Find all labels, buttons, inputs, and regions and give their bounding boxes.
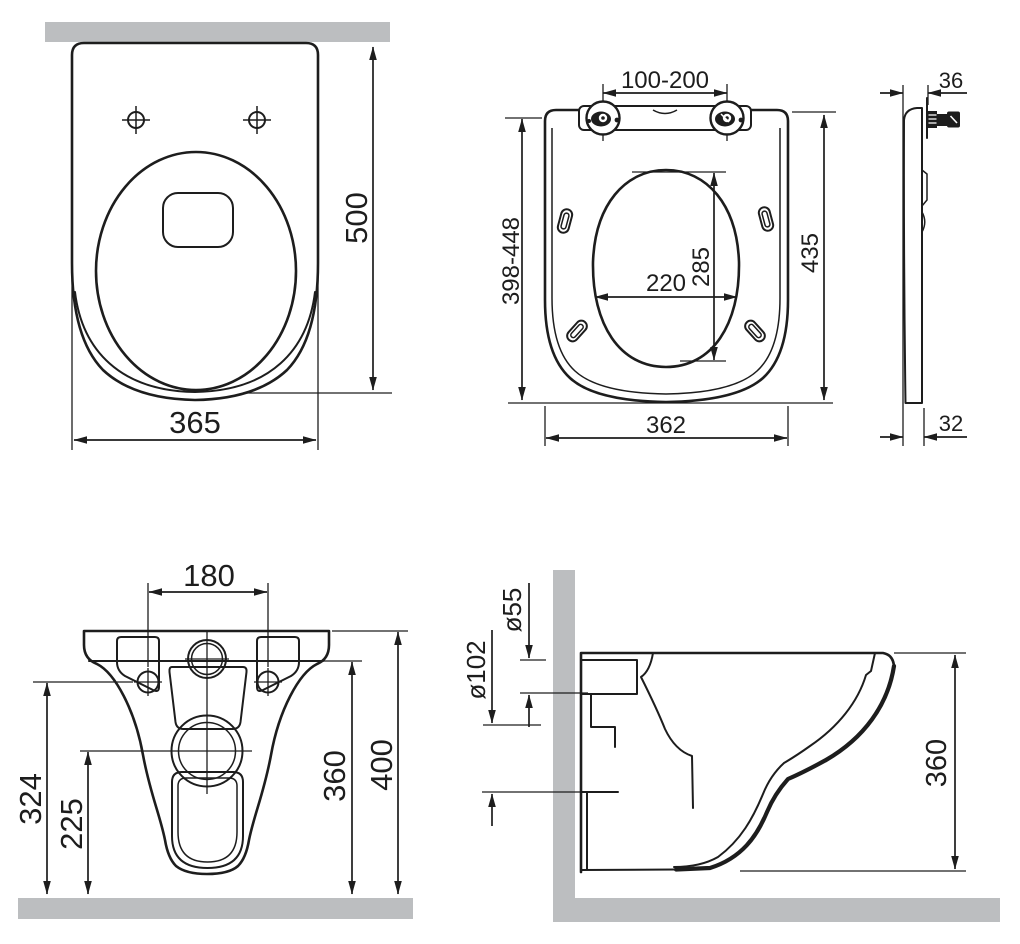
dim-seat-width: 362 <box>646 412 686 439</box>
view-bowl-side: ø55 ø102 360 <box>461 570 1000 922</box>
bowl-body-outline <box>70 41 320 402</box>
dim-hinge-spacing: 100-200 <box>621 67 709 94</box>
view-seat-side: 36 32 <box>880 68 967 446</box>
dim-seat-length: 435 <box>797 233 824 273</box>
wall-bar-top-view <box>45 22 390 42</box>
dim-width-365: 365 <box>169 405 221 440</box>
seat-outline <box>543 108 790 404</box>
bumper-slot-lower-left <box>566 319 588 343</box>
side-extension-lines <box>482 652 966 872</box>
inlet-hole <box>185 632 229 794</box>
bolt-hole-left <box>134 668 162 696</box>
seat-opening-oval <box>94 150 298 392</box>
dim-opening-length: 285 <box>688 247 715 287</box>
side-body-bottom <box>580 868 677 871</box>
wall-bolt <box>928 111 960 128</box>
dim-bolt-spacing: 180 <box>183 558 235 593</box>
side-pipe-lines <box>580 659 638 870</box>
view-bowl-rear: 180 324 225 360 400 <box>13 558 413 919</box>
seat-opening <box>591 168 741 369</box>
outlet-hole <box>80 714 252 788</box>
seat-extension-lines <box>505 111 836 446</box>
dim-outlet-height: 225 <box>54 798 89 850</box>
bumper-slot-upper-left <box>556 208 574 234</box>
dim-total-height: 400 <box>364 739 399 791</box>
view-seat-top: 100-200 398-448 435 362 220 285 <box>498 67 836 446</box>
dim-side-height: 360 <box>921 739 953 787</box>
floor-bar-side-view <box>553 898 1000 922</box>
rear-body-outline <box>82 629 331 876</box>
side-body-front-sweep <box>673 663 897 872</box>
hinge-bar-dimple <box>652 109 678 115</box>
dim-outlet-diameter: ø102 <box>461 640 491 699</box>
rear-extension-lines <box>33 583 408 683</box>
mounting-mark-left <box>122 106 150 134</box>
dim-inlet-diameter: ø55 <box>497 588 527 633</box>
view-bowl-top: 500 365 <box>45 22 392 450</box>
dim-bolt-height: 324 <box>13 773 48 825</box>
flush-channel-upper <box>168 666 248 730</box>
recess-right <box>256 636 300 692</box>
side-bowl-interior <box>640 652 694 809</box>
side-rim-inner <box>673 652 876 868</box>
bolt-hole-right <box>254 668 282 696</box>
mounting-mark-right <box>243 106 271 134</box>
seat-inner-edge <box>551 128 781 395</box>
dim-adjustable-length: 398-448 <box>498 217 525 305</box>
hinge-left <box>585 100 621 136</box>
bumper-slot-upper-right <box>757 206 775 232</box>
dim-rear-thickness: 32 <box>939 411 963 436</box>
dim-front-thickness: 36 <box>939 68 963 93</box>
hinge-right <box>709 100 745 136</box>
wall-bar-side-view <box>553 570 575 900</box>
bowl-rim-inner-curve <box>74 291 316 393</box>
extension-lines <box>71 265 392 450</box>
flush-opening <box>162 192 234 248</box>
floor-bar-rear-view <box>18 898 413 919</box>
bumper-slot-lower-right <box>744 319 766 343</box>
dim-depth-500: 500 <box>339 192 374 244</box>
dim-body-height: 360 <box>317 750 352 802</box>
dim-opening-width: 220 <box>646 270 686 297</box>
recess-left <box>116 636 160 692</box>
seat-profile <box>902 107 923 404</box>
hinge-bar <box>578 105 752 131</box>
flush-channel-lower-inner <box>177 777 238 863</box>
seat-profile-steps <box>921 169 928 233</box>
